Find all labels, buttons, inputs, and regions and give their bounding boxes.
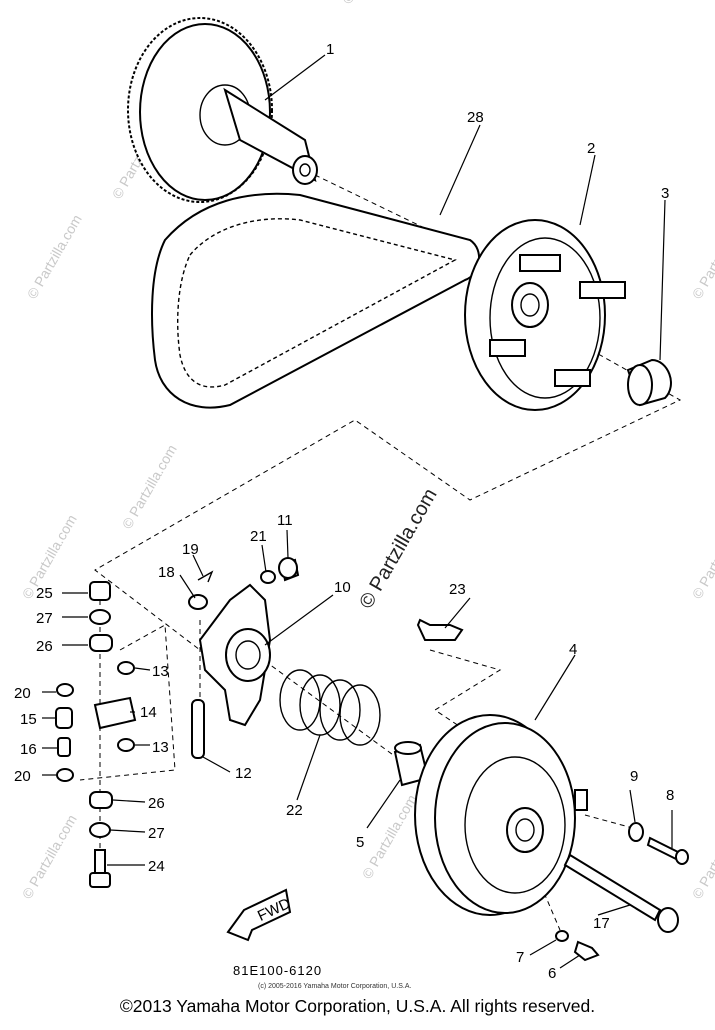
primary-sheave [127, 17, 318, 203]
bushing-5 [393, 741, 430, 787]
left-stack-bottom [89, 791, 113, 888]
callout-9: 9 [630, 768, 638, 785]
leader-lines [42, 54, 673, 969]
callout-11: 11 [277, 512, 293, 529]
left-stack-top [89, 581, 113, 652]
callout-3: 3 [661, 185, 669, 202]
callout-19: 19 [182, 541, 199, 558]
callout-16: 16 [20, 741, 37, 758]
footer-copyright: ©2013 Yamaha Motor Corporation, U.S.A. A… [119, 996, 596, 1016]
callout-13a: 13 [152, 663, 169, 680]
bolt-8 [628, 822, 689, 865]
callout-14: 14 [140, 704, 157, 721]
watermark: © Partzilla.com [689, 812, 715, 902]
watermark-center: © Partzilla.com [355, 485, 441, 613]
drawing-code: 81E100-6120 [233, 963, 322, 978]
drive-belt [151, 192, 480, 409]
callout-22: 22 [286, 802, 303, 819]
callout-28: 28 [467, 109, 484, 126]
watermark: © Partzilla.com [359, 792, 420, 882]
callouts: 1 2 3 4 5 6 7 8 9 10 11 12 13 13 14 15 1… [14, 41, 674, 982]
pin-12 [191, 699, 205, 759]
callout-1: 1 [326, 41, 334, 58]
callout-21: 21 [250, 528, 267, 545]
movable-sheave [414, 714, 588, 916]
callout-17: 17 [593, 915, 610, 932]
callout-26b: 26 [148, 795, 165, 812]
watermark: © Partzilla.com [19, 812, 80, 902]
bolt-6 [555, 930, 600, 962]
callout-25: 25 [36, 585, 53, 602]
watermark: © Partzilla.com [689, 212, 715, 302]
callout-27a: 27 [36, 610, 53, 627]
callout-6: 6 [548, 965, 556, 982]
callout-2: 2 [587, 140, 595, 157]
callout-10: 10 [334, 579, 351, 596]
callout-26a: 26 [36, 638, 53, 655]
callout-20a: 20 [14, 685, 31, 702]
fwd-arrow: FWD [226, 888, 293, 942]
bolt-17 [563, 853, 679, 933]
callout-13b: 13 [152, 739, 169, 756]
callout-5: 5 [356, 834, 364, 851]
callout-12: 12 [235, 765, 252, 782]
callout-20b: 20 [14, 768, 31, 785]
small-copyright: (c) 2005-2016 Yamaha Motor Corporation, … [258, 983, 411, 990]
spring-22 [279, 669, 381, 746]
spider-hub [198, 583, 272, 727]
bracket-23 [416, 618, 464, 641]
callout-27b: 27 [148, 825, 165, 842]
callout-4: 4 [569, 641, 577, 658]
watermark: © Partzilla.com [339, 0, 400, 7]
callout-15: 15 [20, 711, 37, 728]
watermark: © Partzilla.com [689, 512, 715, 602]
callout-24: 24 [148, 858, 165, 875]
watermark-group: © Partzilla.com © Partzilla.com © Partzi… [19, 0, 715, 902]
fixed-sheave [464, 219, 626, 411]
watermark: © Partzilla.com [119, 442, 180, 532]
callout-18: 18 [158, 564, 175, 581]
bushing-3 [626, 358, 672, 407]
weight-assembly [55, 661, 137, 782]
callout-7: 7 [516, 949, 524, 966]
small-hardware [188, 557, 300, 610]
callout-23: 23 [449, 581, 466, 598]
callout-8: 8 [666, 787, 674, 804]
watermark: © Partzilla.com [24, 212, 85, 302]
